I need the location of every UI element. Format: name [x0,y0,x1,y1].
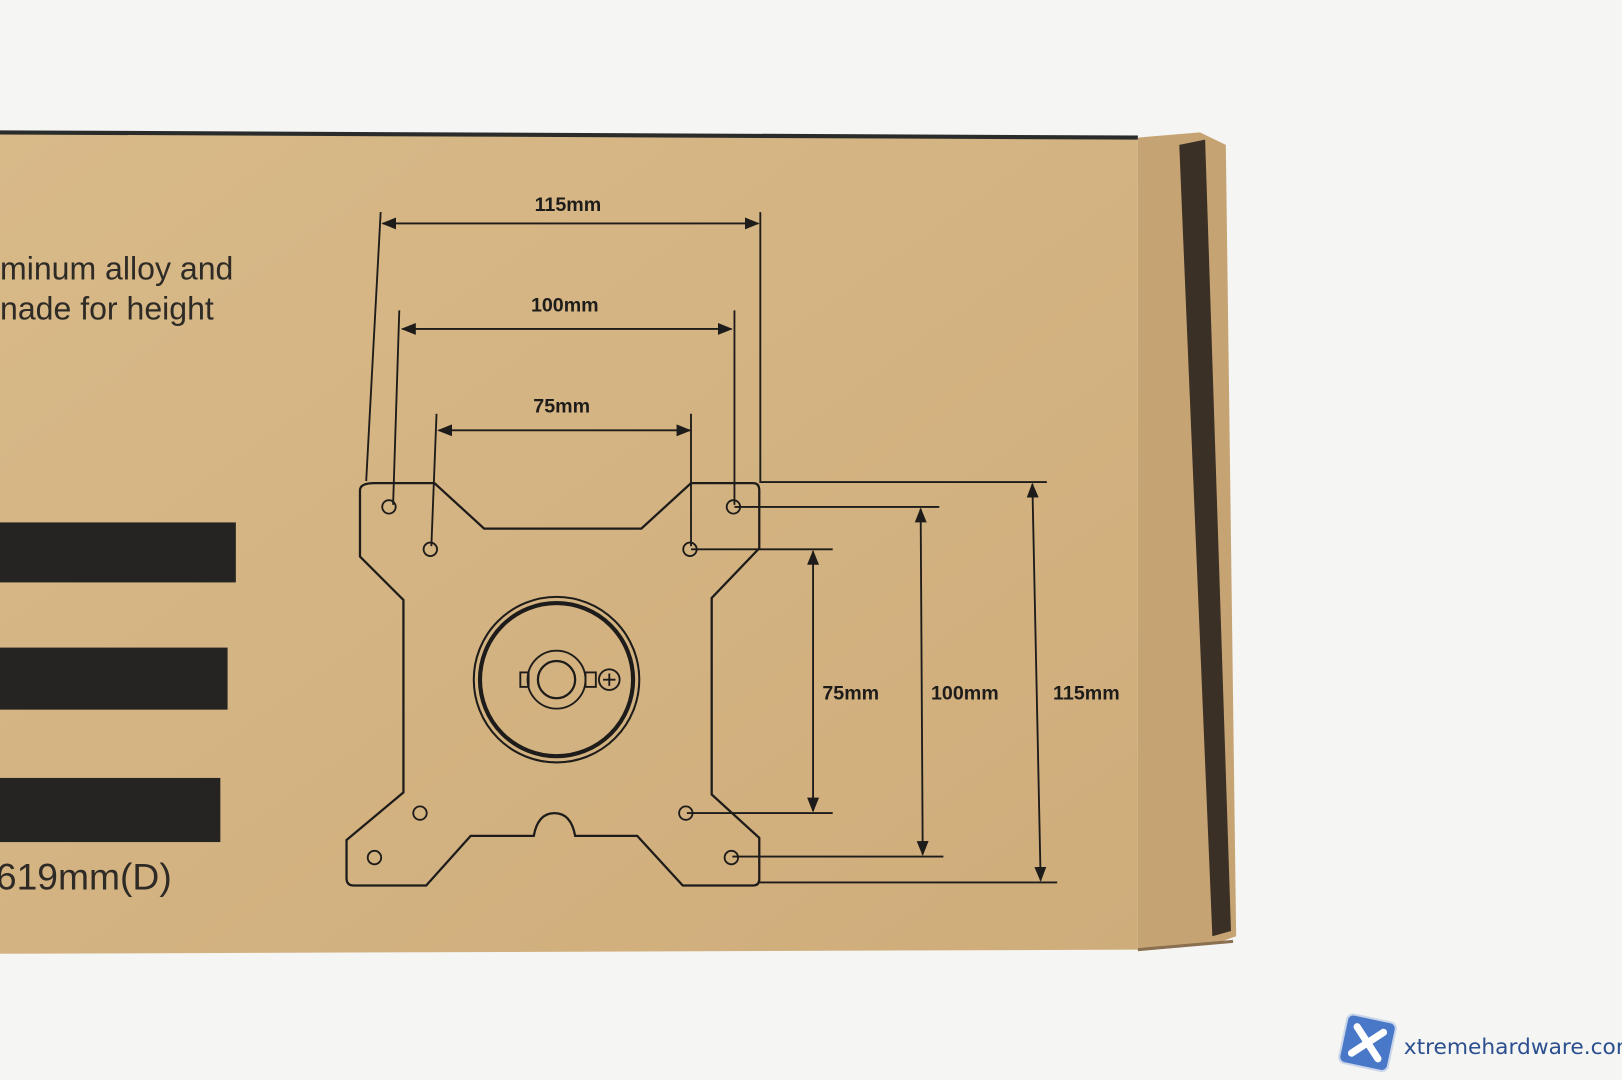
dim-h-75: 75mm [533,396,590,418]
horizontal-dimensions: 115mm 100mm 75mm [365,194,762,547]
box-text-line1: minum alloy and [0,250,233,286]
dim-v-75: 75mm [822,682,879,704]
watermark: xtremehardware.com [1338,1013,1622,1073]
dim-h-100: 100mm [531,294,599,316]
dim-v-115: 115mm [1053,682,1120,704]
x-logo-icon [1338,1013,1397,1073]
dim-v-100: 100mm [931,682,999,704]
watermark-text: xtremehardware.com [1404,1035,1622,1060]
black-bar [0,777,221,843]
depth-text: 619mm(D) [0,856,172,898]
cardboard-box [0,130,1237,954]
vertical-dimensions: 75mm 100mm 115mm [686,481,1120,884]
dim-h-115: 115mm [535,194,602,216]
box-text-line2: nade for height [0,291,214,327]
vesa-plate-diagram [345,481,761,887]
black-bar [0,522,236,583]
mounting-holes [366,499,742,866]
black-bar [0,647,228,710]
